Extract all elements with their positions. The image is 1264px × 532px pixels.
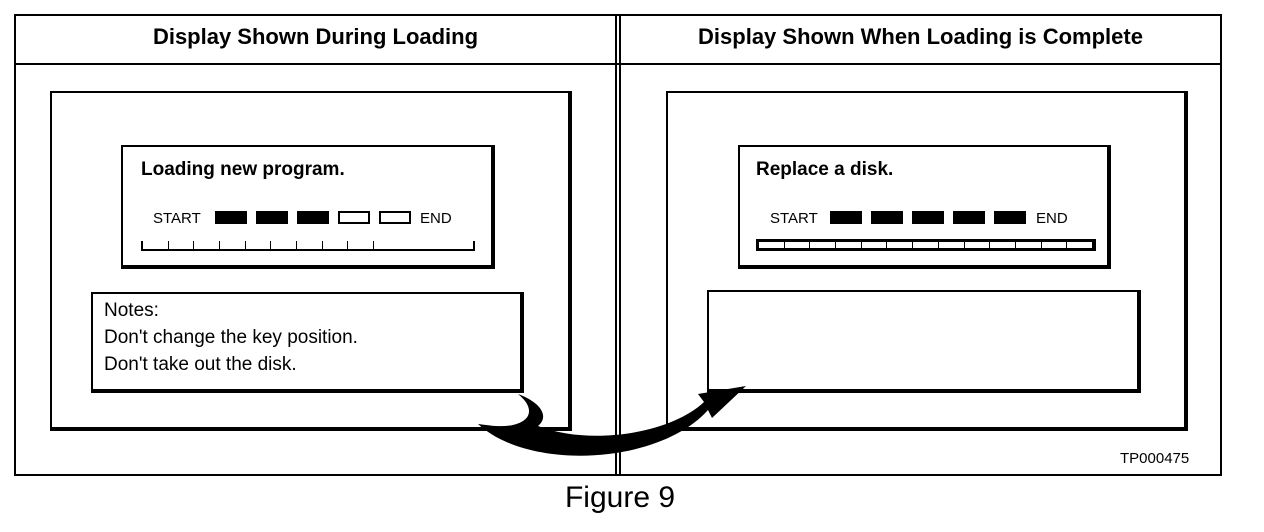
progress-segment bbox=[220, 241, 246, 249]
right-panel-title: Display Shown When Loading is Complete bbox=[698, 24, 1143, 49]
left-block-indicator bbox=[215, 211, 425, 225]
left-panel-title: Display Shown During Loading bbox=[152, 24, 479, 49]
progress-segment bbox=[939, 242, 965, 248]
left-screen bbox=[50, 91, 572, 431]
progress-segment bbox=[785, 242, 811, 248]
header-divider bbox=[14, 63, 1222, 65]
right-empty-box bbox=[707, 290, 1141, 393]
right-progress-bar bbox=[756, 239, 1096, 251]
transition-arrow-icon bbox=[478, 386, 746, 456]
progress-segment bbox=[297, 241, 323, 249]
progress-segment bbox=[913, 242, 939, 248]
figure-caption: Figure 9 bbox=[564, 481, 676, 514]
progress-segment bbox=[323, 241, 349, 249]
indicator-block bbox=[256, 211, 288, 224]
indicator-block bbox=[297, 211, 329, 224]
progress-segment bbox=[990, 242, 1016, 248]
progress-segment bbox=[271, 241, 297, 249]
progress-segment bbox=[143, 241, 169, 249]
progress-segment bbox=[810, 242, 837, 248]
left-display-message: Loading new program. bbox=[141, 159, 345, 180]
progress-segment bbox=[887, 242, 914, 248]
indicator-block bbox=[215, 211, 247, 224]
figure-frame bbox=[14, 14, 1222, 476]
progress-segment bbox=[246, 241, 272, 249]
progress-segment bbox=[862, 242, 888, 248]
left-display: Loading new program. START END bbox=[121, 145, 495, 269]
indicator-block bbox=[830, 211, 862, 224]
progress-segment bbox=[759, 242, 785, 248]
progress-segment bbox=[194, 241, 220, 249]
figure-code: TP000475 bbox=[1120, 450, 1190, 467]
indicator-block bbox=[338, 211, 370, 224]
progress-segment bbox=[169, 241, 195, 249]
indicator-block bbox=[379, 211, 411, 224]
progress-segment bbox=[1067, 242, 1093, 248]
right-end-label: END bbox=[1036, 210, 1068, 227]
indicator-block bbox=[994, 211, 1026, 224]
notes-line-1: Don't change the key position. bbox=[104, 327, 358, 348]
progress-segment bbox=[1016, 242, 1042, 248]
indicator-block bbox=[953, 211, 985, 224]
notes-line-2: Don't take out the disk. bbox=[104, 354, 297, 375]
right-display-message: Replace a disk. bbox=[756, 159, 894, 180]
left-start-label: START bbox=[153, 210, 201, 227]
progress-segment bbox=[348, 241, 374, 249]
right-start-label: START bbox=[770, 210, 818, 227]
panel-divider bbox=[615, 14, 621, 476]
right-block-indicator bbox=[830, 211, 1040, 225]
left-end-label: END bbox=[420, 210, 452, 227]
indicator-block bbox=[871, 211, 903, 224]
progress-segment bbox=[965, 242, 991, 248]
progress-segment bbox=[836, 242, 862, 248]
indicator-block bbox=[912, 211, 944, 224]
right-display: Replace a disk. START END bbox=[738, 145, 1111, 269]
left-progress-bar bbox=[141, 241, 475, 251]
right-screen bbox=[666, 91, 1188, 431]
notes-heading: Notes: bbox=[104, 300, 159, 321]
notes-box: Notes: Don't change the key position. Do… bbox=[91, 292, 524, 393]
progress-segment bbox=[1042, 242, 1068, 248]
